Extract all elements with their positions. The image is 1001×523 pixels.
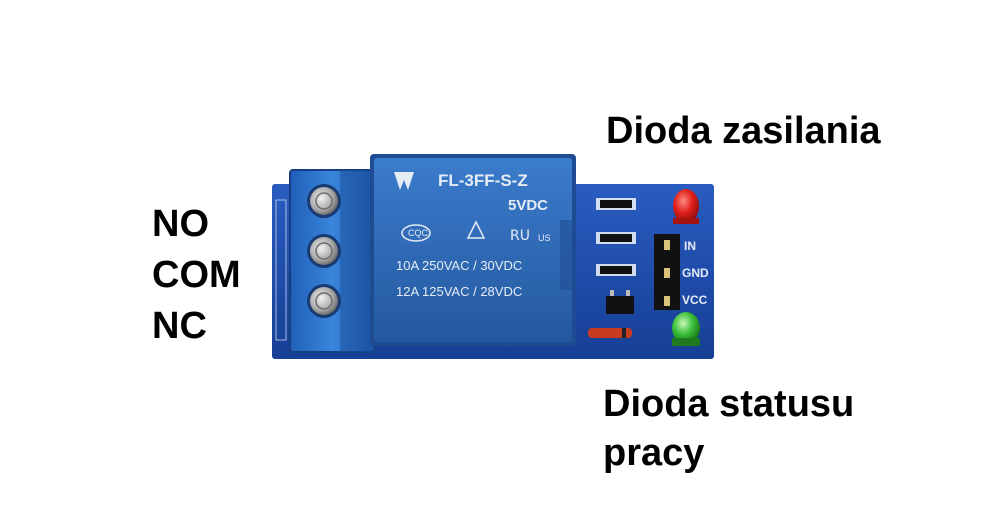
relay-model-text: FL-3FF-S-Z [438, 171, 528, 190]
cert-cqc-text: CQC [408, 228, 429, 238]
smd-resistors [596, 198, 636, 276]
transistor [606, 290, 634, 314]
label-status-led-line1: Dioda statusu [603, 383, 855, 425]
rating-1-text: 10A 250VAC / 30VDC [396, 258, 522, 273]
cert-ul-icon: RU [510, 228, 530, 244]
screw-no [307, 184, 341, 218]
label-status-led-line2: pracy [603, 432, 705, 474]
label-no: NO [152, 203, 209, 245]
relay-markings: FL-3FF-S-Z 5VDC CQC US 10A 250VAC / 30VD… [396, 171, 551, 299]
screw-com [307, 234, 341, 268]
warning-triangle-icon [466, 220, 486, 239]
label-com: COM [152, 254, 241, 296]
screw-nc [307, 284, 341, 318]
label-nc: NC [152, 305, 207, 347]
cert-us-text: US [538, 233, 551, 243]
relay-module-photo: FL-3FF-S-Z 5VDC CQC US 10A 250VAC / 30VD… [272, 154, 714, 359]
relay-voltage-text: 5VDC [508, 197, 548, 214]
label-power-led: Dioda zasilania [606, 110, 881, 152]
rating-2-text: 12A 125VAC / 28VDC [396, 284, 522, 299]
header-pins [654, 234, 680, 310]
silkscreen-marks [275, 199, 287, 341]
power-led [673, 189, 699, 224]
pin-vcc-label: VCC [682, 293, 708, 307]
pin-labels: IN GND VCC [682, 239, 709, 307]
relay-body [370, 154, 576, 346]
pin-in-label: IN [684, 239, 696, 253]
cert-cqc-icon [401, 224, 431, 242]
diode [588, 328, 632, 338]
svg-text:RU: RU [510, 228, 530, 244]
pin-gnd-label: GND [682, 266, 709, 280]
status-led [672, 312, 700, 346]
relay-logo-icon [394, 172, 414, 190]
